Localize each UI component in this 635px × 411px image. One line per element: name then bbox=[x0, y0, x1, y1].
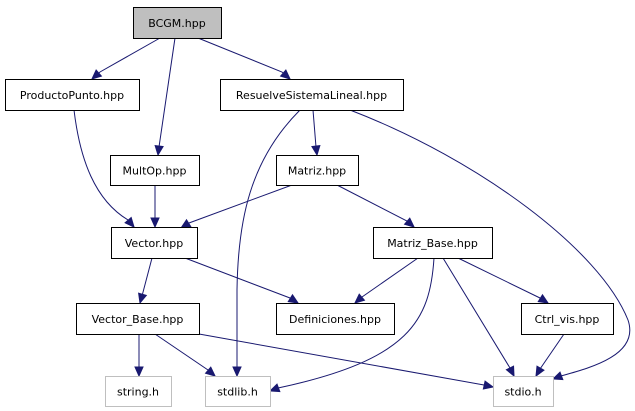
arrowhead-icon bbox=[537, 293, 550, 304]
node-box bbox=[373, 227, 493, 259]
node-label: BCGM.hpp bbox=[148, 17, 205, 30]
edge-line bbox=[184, 257, 299, 304]
arrowhead-icon bbox=[535, 365, 545, 378]
arrowhead-icon bbox=[268, 383, 281, 393]
arrowhead-icon bbox=[204, 366, 216, 377]
node-label: ProductoPunto.hpp bbox=[20, 89, 124, 102]
edge-bcgm-to-resuelve bbox=[197, 37, 291, 80]
node-multop-hpp[interactable]: MultOp.hpp bbox=[110, 155, 200, 186]
edge-productopunto-to-vector bbox=[73, 109, 135, 228]
node-matriz-hpp[interactable]: Matriz.hpp bbox=[276, 155, 359, 186]
arrowhead-icon bbox=[505, 365, 515, 378]
node-label: Matriz.hpp bbox=[288, 165, 346, 178]
arrowhead-icon bbox=[138, 292, 148, 305]
node-box bbox=[276, 155, 359, 186]
node-label: MultOp.hpp bbox=[123, 165, 187, 178]
node-box bbox=[521, 303, 614, 335]
edge-vector-to-definiciones bbox=[184, 257, 300, 304]
arrowhead-icon bbox=[124, 216, 135, 228]
edge-matriz-to-matrizbase bbox=[336, 184, 415, 228]
edge-line bbox=[442, 257, 515, 377]
node-matriz-base-hpp[interactable]: Matriz_Base.hpp bbox=[373, 227, 493, 259]
node-box bbox=[276, 303, 395, 335]
arrowhead-icon bbox=[287, 293, 300, 304]
edge-resuelve-to-stdio bbox=[349, 109, 631, 381]
edge-line bbox=[154, 333, 216, 377]
arrowhead-icon bbox=[179, 218, 192, 229]
edge-line bbox=[157, 37, 176, 156]
arrowhead-icon bbox=[279, 69, 291, 80]
node-label: ResuelveSistemaLineal.hpp bbox=[236, 89, 387, 102]
edge-line bbox=[91, 37, 161, 80]
node-label: Matriz_Base.hpp bbox=[387, 237, 478, 250]
arrowhead-icon bbox=[150, 217, 160, 229]
node-box bbox=[220, 79, 404, 111]
edge-matriz-to-vector bbox=[179, 184, 293, 229]
node-box bbox=[205, 376, 271, 407]
node-ctrl-vis-hpp[interactable]: Ctrl_vis.hpp bbox=[521, 303, 614, 335]
edge-line bbox=[197, 37, 291, 80]
node-bcgm-hpp[interactable]: BCGM.hpp bbox=[133, 7, 222, 39]
edge-line bbox=[269, 257, 435, 392]
edge-ctrlvis-to-stdio bbox=[535, 333, 565, 378]
node-box bbox=[105, 376, 172, 407]
edge-multop-to-vector bbox=[150, 185, 160, 229]
edge-line bbox=[349, 109, 631, 380]
node-box bbox=[76, 303, 200, 335]
node-label: string.h bbox=[117, 386, 159, 399]
arrowhead-icon bbox=[232, 366, 242, 378]
edge-line bbox=[73, 109, 135, 228]
edge-line bbox=[457, 257, 549, 304]
node-box bbox=[133, 7, 222, 39]
edge-bcgm-to-multop bbox=[154, 37, 176, 157]
node-vector-hpp[interactable]: Vector.hpp bbox=[111, 227, 198, 259]
arrowhead-icon bbox=[551, 371, 564, 381]
edge-resuelve-to-stdlib bbox=[232, 109, 301, 378]
edge-matrizbase-to-ctrlvis bbox=[457, 257, 550, 304]
edge-vector-to-vectorbase bbox=[138, 257, 153, 305]
node-label: Vector_Base.hpp bbox=[92, 313, 184, 326]
edges-layer bbox=[73, 37, 631, 393]
node-definiciones-hpp[interactable]: Definiciones.hpp bbox=[276, 303, 395, 335]
edge-vectorbase-to-stdio bbox=[198, 333, 495, 390]
node-productopunto-hpp[interactable]: ProductoPunto.hpp bbox=[5, 79, 140, 111]
edge-matrizbase-to-definiciones bbox=[354, 257, 419, 304]
arrowhead-icon bbox=[154, 144, 164, 157]
node-string-h: string.h bbox=[105, 376, 172, 407]
arrowhead-icon bbox=[354, 293, 366, 304]
node-label: stdio.h bbox=[504, 386, 541, 399]
arrowhead-icon bbox=[134, 366, 144, 378]
node-label: Definiciones.hpp bbox=[289, 313, 381, 326]
edge-resuelve-to-matriz bbox=[311, 109, 321, 157]
edge-bcgm-to-productopunto bbox=[91, 37, 161, 80]
edge-matrizbase-to-stdlib bbox=[268, 257, 435, 393]
node-box bbox=[110, 155, 200, 186]
edge-matrizbase-to-stdio bbox=[442, 257, 515, 378]
arrowhead-icon bbox=[91, 69, 103, 80]
node-resuelvesistemalineal-hpp[interactable]: ResuelveSistemaLineal.hpp bbox=[220, 79, 404, 111]
edge-line bbox=[236, 109, 301, 376]
node-box bbox=[493, 376, 554, 407]
arrowhead-icon bbox=[311, 144, 321, 157]
edge-vectorbase-to-string bbox=[134, 334, 144, 378]
node-label: Ctrl_vis.hpp bbox=[535, 313, 600, 326]
node-stdio-h: stdio.h bbox=[493, 376, 554, 407]
node-box bbox=[5, 79, 140, 111]
edge-line bbox=[354, 257, 419, 304]
edge-line bbox=[336, 184, 415, 228]
node-stdlib-h: stdlib.h bbox=[205, 376, 271, 407]
edge-vectorbase-to-stdlib bbox=[154, 333, 216, 377]
node-label: stdlib.h bbox=[217, 386, 258, 399]
edge-line bbox=[180, 184, 293, 229]
node-vector-base-hpp[interactable]: Vector_Base.hpp bbox=[76, 303, 200, 335]
arrowhead-icon bbox=[403, 217, 415, 228]
arrowhead-icon bbox=[482, 380, 495, 390]
node-label: Vector.hpp bbox=[125, 237, 183, 250]
node-box bbox=[111, 227, 198, 259]
